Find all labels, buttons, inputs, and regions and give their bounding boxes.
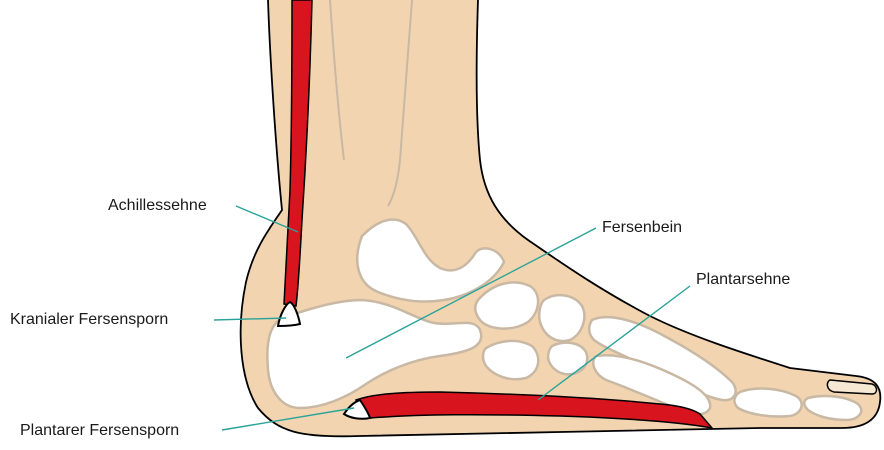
phalanx-bone-1 <box>734 389 801 417</box>
label-plantarsehne: Plantarsehne <box>696 271 790 288</box>
cuneiform-bone-2 <box>548 343 587 375</box>
label-plantar: Plantarer Fersensporn <box>20 422 179 439</box>
label-achilles: Achillessehne <box>108 197 207 214</box>
label-calcaneus: Fersenbein <box>602 219 682 236</box>
cuneiform-bone-1 <box>539 295 584 341</box>
label-kranial: Kranialer Fersensporn <box>10 311 168 328</box>
